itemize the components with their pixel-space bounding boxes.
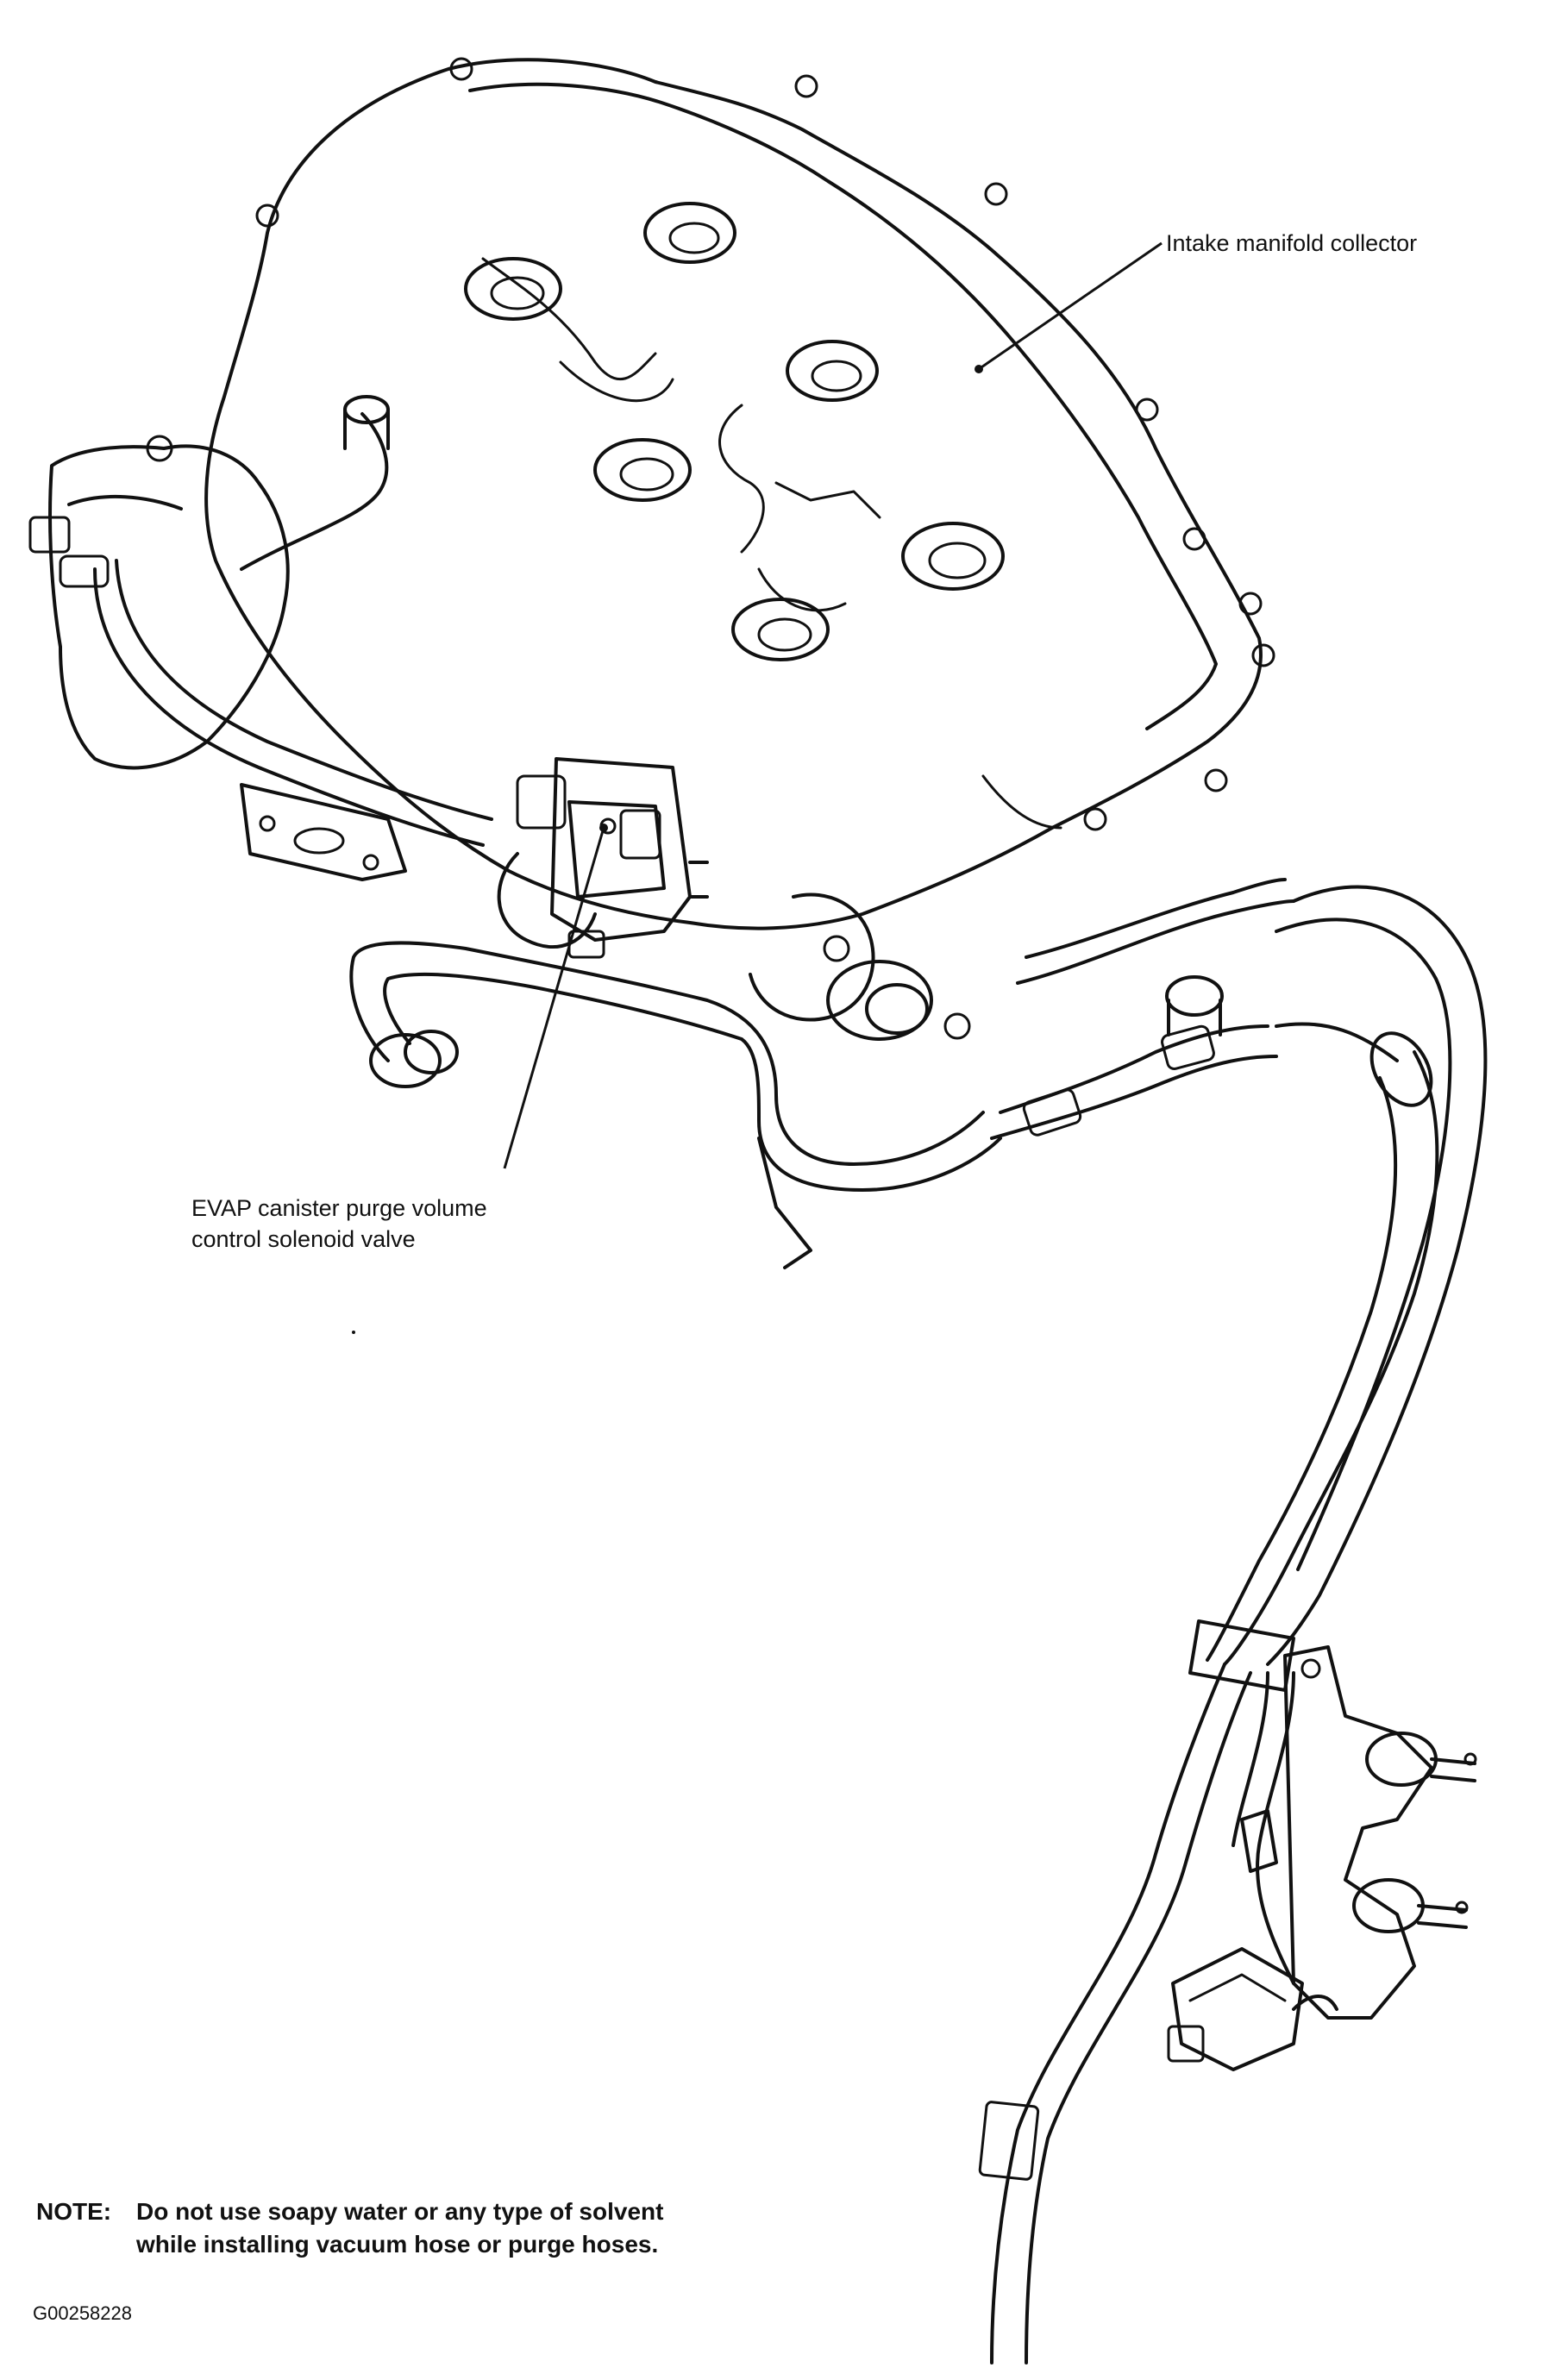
note-line2: while installing vacuum hose or purge ho…	[136, 2231, 659, 2258]
figure-id: G00258228	[33, 2302, 132, 2324]
stray-mark	[352, 1331, 355, 1334]
intake-runner-flange	[28, 395, 390, 770]
pressure-regulator	[749, 892, 971, 1041]
electrical-connector	[1167, 1947, 1338, 2071]
evap-solenoid-valve	[497, 757, 709, 959]
intake-manifold-collector	[204, 57, 1275, 930]
note-prefix: NOTE:	[36, 2198, 112, 2225]
note-line1: Do not use soapy water or any type of so…	[136, 2198, 664, 2225]
purge-hoses-main	[978, 878, 1488, 2364]
canister-bracket	[1240, 1645, 1477, 2020]
throttle-body-flange	[240, 783, 407, 881]
vacuum-hose-left	[93, 559, 493, 847]
leader-lines	[503, 241, 1163, 1169]
label-evap-valve-line2: control solenoid valve	[191, 1226, 416, 1252]
label-evap-valve-line1: EVAP canister purge volume	[191, 1195, 487, 1221]
purge-hose-lower-left	[349, 941, 1002, 1269]
label-intake-manifold-collector: Intake manifold collector	[1166, 230, 1418, 256]
